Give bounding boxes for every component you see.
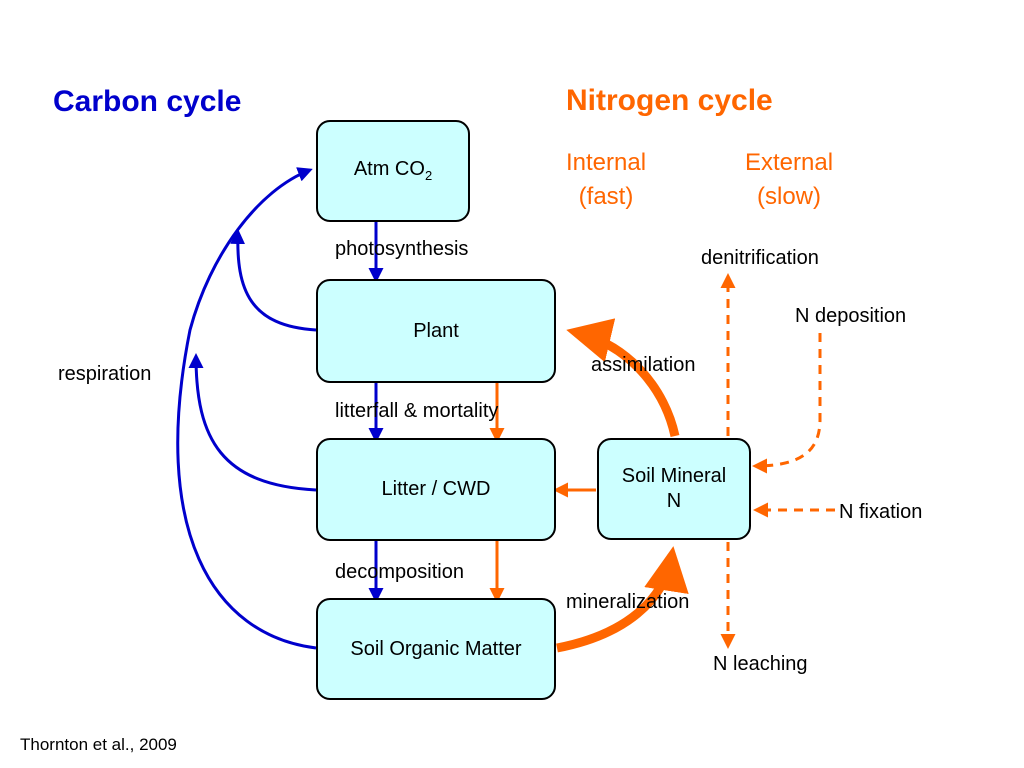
arrow-respiration-plant [230, 229, 317, 332]
mineralization-label: mineralization [566, 591, 690, 613]
soil-organic-matter-box: Soil Organic Matter [316, 598, 556, 700]
assimilation-label: assimilation [591, 354, 696, 376]
arrow-respiration-som [176, 167, 317, 650]
n-fixation-label: N fixation [839, 501, 923, 523]
decomposition-label: decomposition [335, 561, 464, 583]
plant-label: Plant [413, 319, 459, 342]
arrow-respiration-litter [188, 353, 317, 492]
soil-mineral-n-label: Soil Mineral N [622, 464, 726, 514]
litter-cwd-label: Litter / CWD [381, 478, 491, 500]
internal-text: Internal [565, 149, 647, 176]
external-speed: (slow) [756, 182, 821, 210]
soil-mineral-n-box: Soil Mineral N [597, 438, 751, 540]
plant-box: Plant [316, 279, 556, 383]
external-label: External (slow) [745, 146, 833, 213]
atm-co2-subscript: 2 [424, 168, 433, 184]
nitrogen-cycle-title: Nitrogen cycle [566, 84, 773, 117]
arrow-n-deposition [752, 333, 822, 474]
respiration-label: respiration [58, 363, 152, 385]
atm-co2-box: Atm CO2 [316, 120, 470, 222]
atm-co2-label: Atm CO2 [353, 158, 433, 184]
litter-cwd-box: Litter / CWD [316, 438, 556, 541]
soil-organic-matter-label: Soil Organic Matter [350, 637, 522, 660]
carbon-cycle-title: Carbon cycle [53, 85, 242, 118]
photosynthesis-label: photosynthesis [335, 238, 469, 260]
arrow-assimilation [566, 318, 680, 437]
soil-mineral-text: Soil Mineral [621, 465, 727, 487]
denitrification-label: denitrification [701, 247, 819, 269]
arrow-mineralization [556, 546, 689, 653]
citation: Thornton et al., 2009 [20, 735, 177, 754]
internal-label: Internal (fast) [566, 146, 646, 213]
soil-n-text: N [666, 490, 682, 512]
litterfall-mortality-label: litterfall & mortality [335, 400, 499, 422]
n-deposition-label: N deposition [795, 305, 907, 327]
n-leaching-label: N leaching [713, 653, 808, 675]
external-text: External [744, 149, 834, 176]
internal-speed: (fast) [578, 182, 634, 210]
